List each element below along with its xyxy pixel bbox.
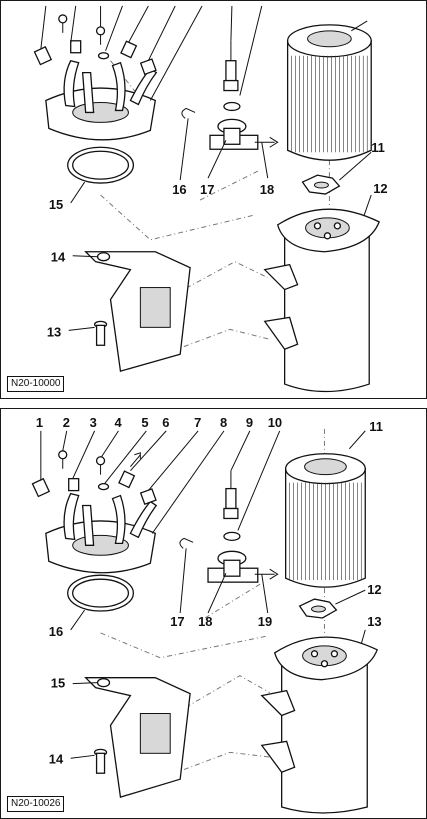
t-piece [181,107,279,150]
callout-19: 19 [258,614,272,629]
filter-cover [45,59,158,141]
callout-15: 15 [51,676,65,691]
diagram-panel-bottom: 1 2 3 4 5 6 7 8 9 10 11 12 13 15 14 16 1… [0,408,427,819]
callout-5: 5 [141,415,148,430]
t-piece [179,537,279,583]
callout-3: 3 [90,415,97,430]
callout-6: 6 [162,415,169,430]
bracket [84,677,191,798]
callout-2: 2 [63,415,70,430]
callout-11: 11 [369,419,383,434]
leader-lines-bottom [40,430,366,759]
filter-housing [260,636,379,814]
screw-14 [93,748,108,774]
filter-cartridge [286,24,372,161]
callout-12: 12 [373,181,387,196]
callout-17: 17 [200,182,214,197]
callout-13: 13 [367,614,381,629]
filter-cartridge [285,453,366,588]
temperature-sensor [223,470,241,542]
callout-18: 18 [198,614,212,629]
callout-18: 18 [260,182,274,197]
callout-17: 17 [170,614,184,629]
connectors-top [33,14,157,76]
diagram-panel-top: 11 12 14 13 15 16 17 18 N20-10000 [0,0,427,399]
callout-8: 8 [220,415,227,430]
temperature-sensor [223,40,241,112]
callout-11: 11 [371,140,385,155]
callout-7: 7 [194,415,201,430]
callout-16: 16 [49,624,63,639]
callout-1: 1 [36,415,43,430]
exploded-view-bottom: 1 2 3 4 5 6 7 8 9 10 11 12 13 15 14 16 1… [31,415,383,814]
callout-10: 10 [268,415,282,430]
exploded-view-top: 11 12 14 13 15 16 17 18 [33,5,388,393]
connectors-bottom [31,450,157,506]
callout-12: 12 [367,582,381,597]
callout-9: 9 [246,415,253,430]
callout-15: 15 [49,197,63,212]
o-ring-15 [67,146,135,184]
callout-16: 16 [172,182,186,197]
callout-4: 4 [114,415,122,430]
callout-13: 13 [47,324,61,339]
figure-code-bottom: N20-10026 [7,796,65,812]
callout-14: 14 [49,751,64,766]
filter-housing [263,208,380,393]
o-ring-16 [67,574,135,612]
bracket [84,251,191,372]
screw-13 [93,320,108,346]
callout-14: 14 [51,250,66,265]
leader-lines-top [40,5,372,331]
figure-code-top: N20-10000 [7,376,65,392]
filter-cover [45,492,158,574]
